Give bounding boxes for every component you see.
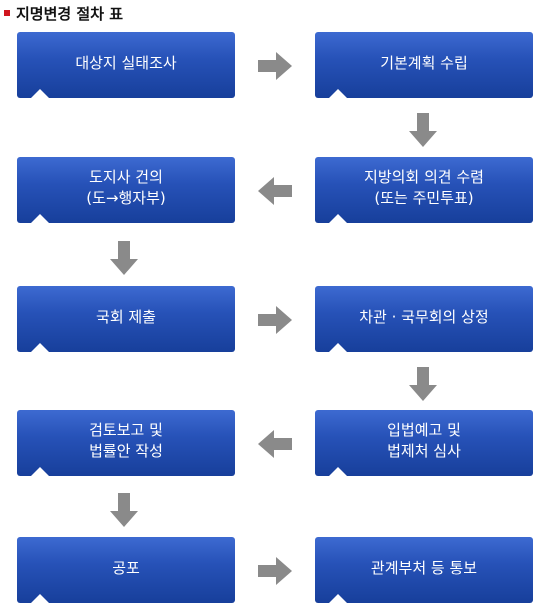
- step-2-label: 기본계획 수립: [380, 53, 468, 72]
- arrow-down-icon: [409, 113, 437, 147]
- arrow-right-icon: [258, 557, 292, 585]
- step-5-label: 국회 제출: [96, 307, 156, 326]
- step-7-label-line2: 법제처 심사: [387, 442, 461, 460]
- diagram-title-text: 지명변경 절차 표: [16, 4, 124, 23]
- step-box-3: 지방의회 의견 수렴 (또는 주민투표): [315, 157, 533, 223]
- arrow-left-icon: [258, 430, 292, 458]
- step-1-label: 대상지 실태조사: [75, 53, 177, 72]
- step-box-2: 기본계획 수립: [315, 32, 533, 98]
- step-8-label-line2: 법률안 작성: [89, 442, 163, 460]
- step-4-label-line1: 도지사 건의: [89, 168, 163, 186]
- bullet-icon: [4, 10, 10, 16]
- step-8-label-line1: 검토보고 및: [89, 421, 163, 439]
- step-box-6: 차관 · 국무회의 상정: [315, 286, 533, 352]
- step-box-4: 도지사 건의 (도→행자부): [17, 157, 235, 223]
- arrow-down-icon: [409, 367, 437, 401]
- arrow-right-icon: [258, 52, 292, 80]
- arrow-right-icon: [258, 306, 292, 334]
- step-box-1: 대상지 실태조사: [17, 32, 235, 98]
- step-3-label-line2: (또는 주민투표): [374, 189, 474, 207]
- step-4-label-line2: (도→행자부): [86, 189, 166, 207]
- arrow-down-icon: [110, 493, 138, 527]
- arrow-left-icon: [258, 177, 292, 205]
- step-box-8: 검토보고 및 법률안 작성: [17, 410, 235, 476]
- step-box-7: 입법예고 및 법제처 심사: [315, 410, 533, 476]
- step-3-label-line1: 지방의회 의견 수렴: [364, 168, 484, 186]
- step-box-10: 관계부처 등 통보: [315, 537, 533, 603]
- step-6-label: 차관 · 국무회의 상정: [359, 307, 489, 326]
- step-box-5: 국회 제출: [17, 286, 235, 352]
- step-10-label: 관계부처 등 통보: [370, 558, 478, 577]
- arrow-down-icon: [110, 241, 138, 275]
- step-7-label-line1: 입법예고 및: [387, 421, 461, 439]
- diagram-title: 지명변경 절차 표: [4, 3, 123, 23]
- step-box-9: 공포: [17, 537, 235, 603]
- step-9-label: 공포: [112, 558, 140, 577]
